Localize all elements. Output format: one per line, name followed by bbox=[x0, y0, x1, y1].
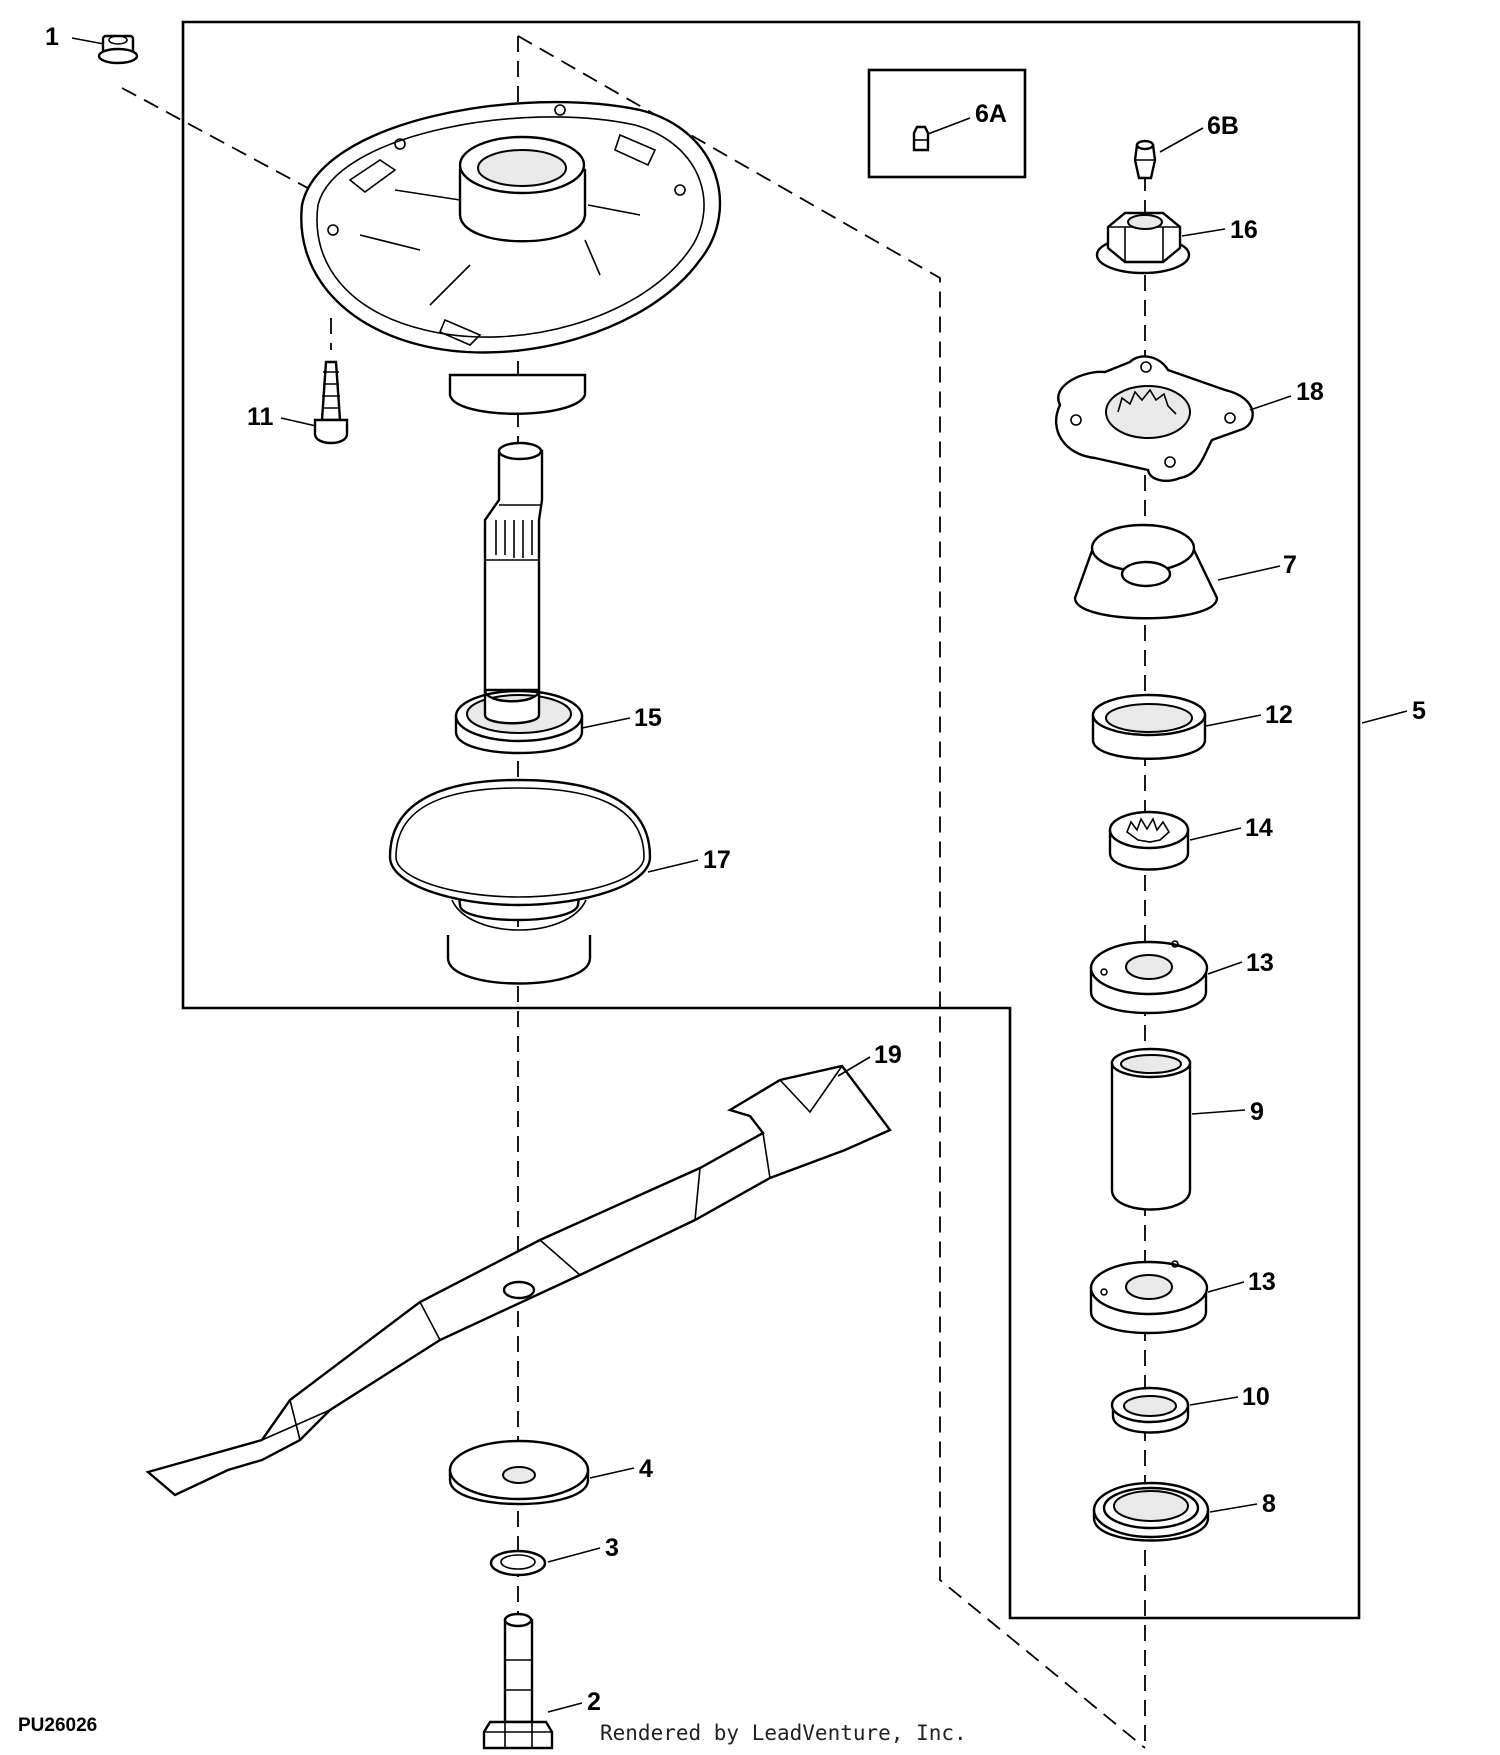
callout-9: 9 bbox=[1250, 1098, 1264, 1126]
part-15-shaft-collar bbox=[454, 689, 584, 755]
callout-7: 7 bbox=[1283, 551, 1297, 579]
inset-box-6a bbox=[867, 68, 1027, 179]
callout-16: 16 bbox=[1230, 216, 1258, 244]
part-7-cup bbox=[1073, 523, 1219, 620]
part-18-pulley-hub bbox=[1054, 355, 1254, 482]
callout-15: 15 bbox=[634, 704, 662, 732]
callout-8: 8 bbox=[1262, 1490, 1276, 1518]
callout-17: 17 bbox=[703, 846, 731, 874]
render-credit: Rendered by LeadVenture, Inc. bbox=[600, 1721, 967, 1745]
part-9-spacer-tube bbox=[1110, 1047, 1192, 1211]
spindle-shaft bbox=[483, 441, 544, 692]
part-1-flange-nut bbox=[97, 34, 139, 65]
callout-4: 4 bbox=[639, 1455, 653, 1483]
callout-14: 14 bbox=[1245, 814, 1273, 842]
part-4-blade-washer bbox=[448, 1439, 590, 1506]
part-6b-grease-fitting bbox=[1133, 139, 1157, 180]
part-13-upper-bearing bbox=[1089, 940, 1209, 1015]
callout-13-lower: 13 bbox=[1248, 1268, 1276, 1296]
callout-3: 3 bbox=[605, 1534, 619, 1562]
part-11-bolt bbox=[313, 360, 349, 445]
callout-6b: 6B bbox=[1207, 112, 1239, 140]
part-12-bearing-cup bbox=[1091, 693, 1207, 760]
part-16-hex-nut bbox=[1095, 211, 1191, 275]
callout-11: 11 bbox=[247, 403, 274, 431]
leader-lines bbox=[71, 37, 1408, 1713]
callout-6a: 6A bbox=[975, 100, 1007, 128]
callout-10: 10 bbox=[1242, 1383, 1270, 1411]
part-8-seal bbox=[1092, 1481, 1210, 1542]
part-10-seal-ring bbox=[1110, 1386, 1190, 1434]
part-3-lock-washer bbox=[489, 1549, 547, 1577]
callout-1: 1 bbox=[45, 23, 59, 51]
callout-2: 2 bbox=[587, 1688, 601, 1716]
spindle-housing bbox=[300, 100, 722, 415]
part-13-lower-bearing bbox=[1089, 1260, 1209, 1335]
figure-id: PU26026 bbox=[18, 1715, 97, 1736]
callout-18: 18 bbox=[1296, 378, 1324, 406]
callout-19: 19 bbox=[874, 1041, 902, 1069]
part-17-dust-cup bbox=[388, 778, 652, 985]
part-19-blade bbox=[145, 1064, 892, 1497]
part-14-splined-bearing bbox=[1108, 810, 1190, 871]
part-2-hex-bolt bbox=[482, 1612, 554, 1750]
callout-12: 12 bbox=[1265, 701, 1293, 729]
spindle-assembly-outline bbox=[181, 20, 1361, 1620]
part-6a-grease-fitting bbox=[912, 125, 930, 152]
callout-13-upper: 13 bbox=[1246, 949, 1274, 977]
nut-1-guide bbox=[121, 87, 331, 240]
callout-5: 5 bbox=[1412, 697, 1426, 725]
callout-labels: 1 6A 6B 16 18 7 12 14 5 13 9 13 10 8 11 … bbox=[45, 23, 1426, 1716]
centerline-diagonal bbox=[517, 35, 1146, 1749]
